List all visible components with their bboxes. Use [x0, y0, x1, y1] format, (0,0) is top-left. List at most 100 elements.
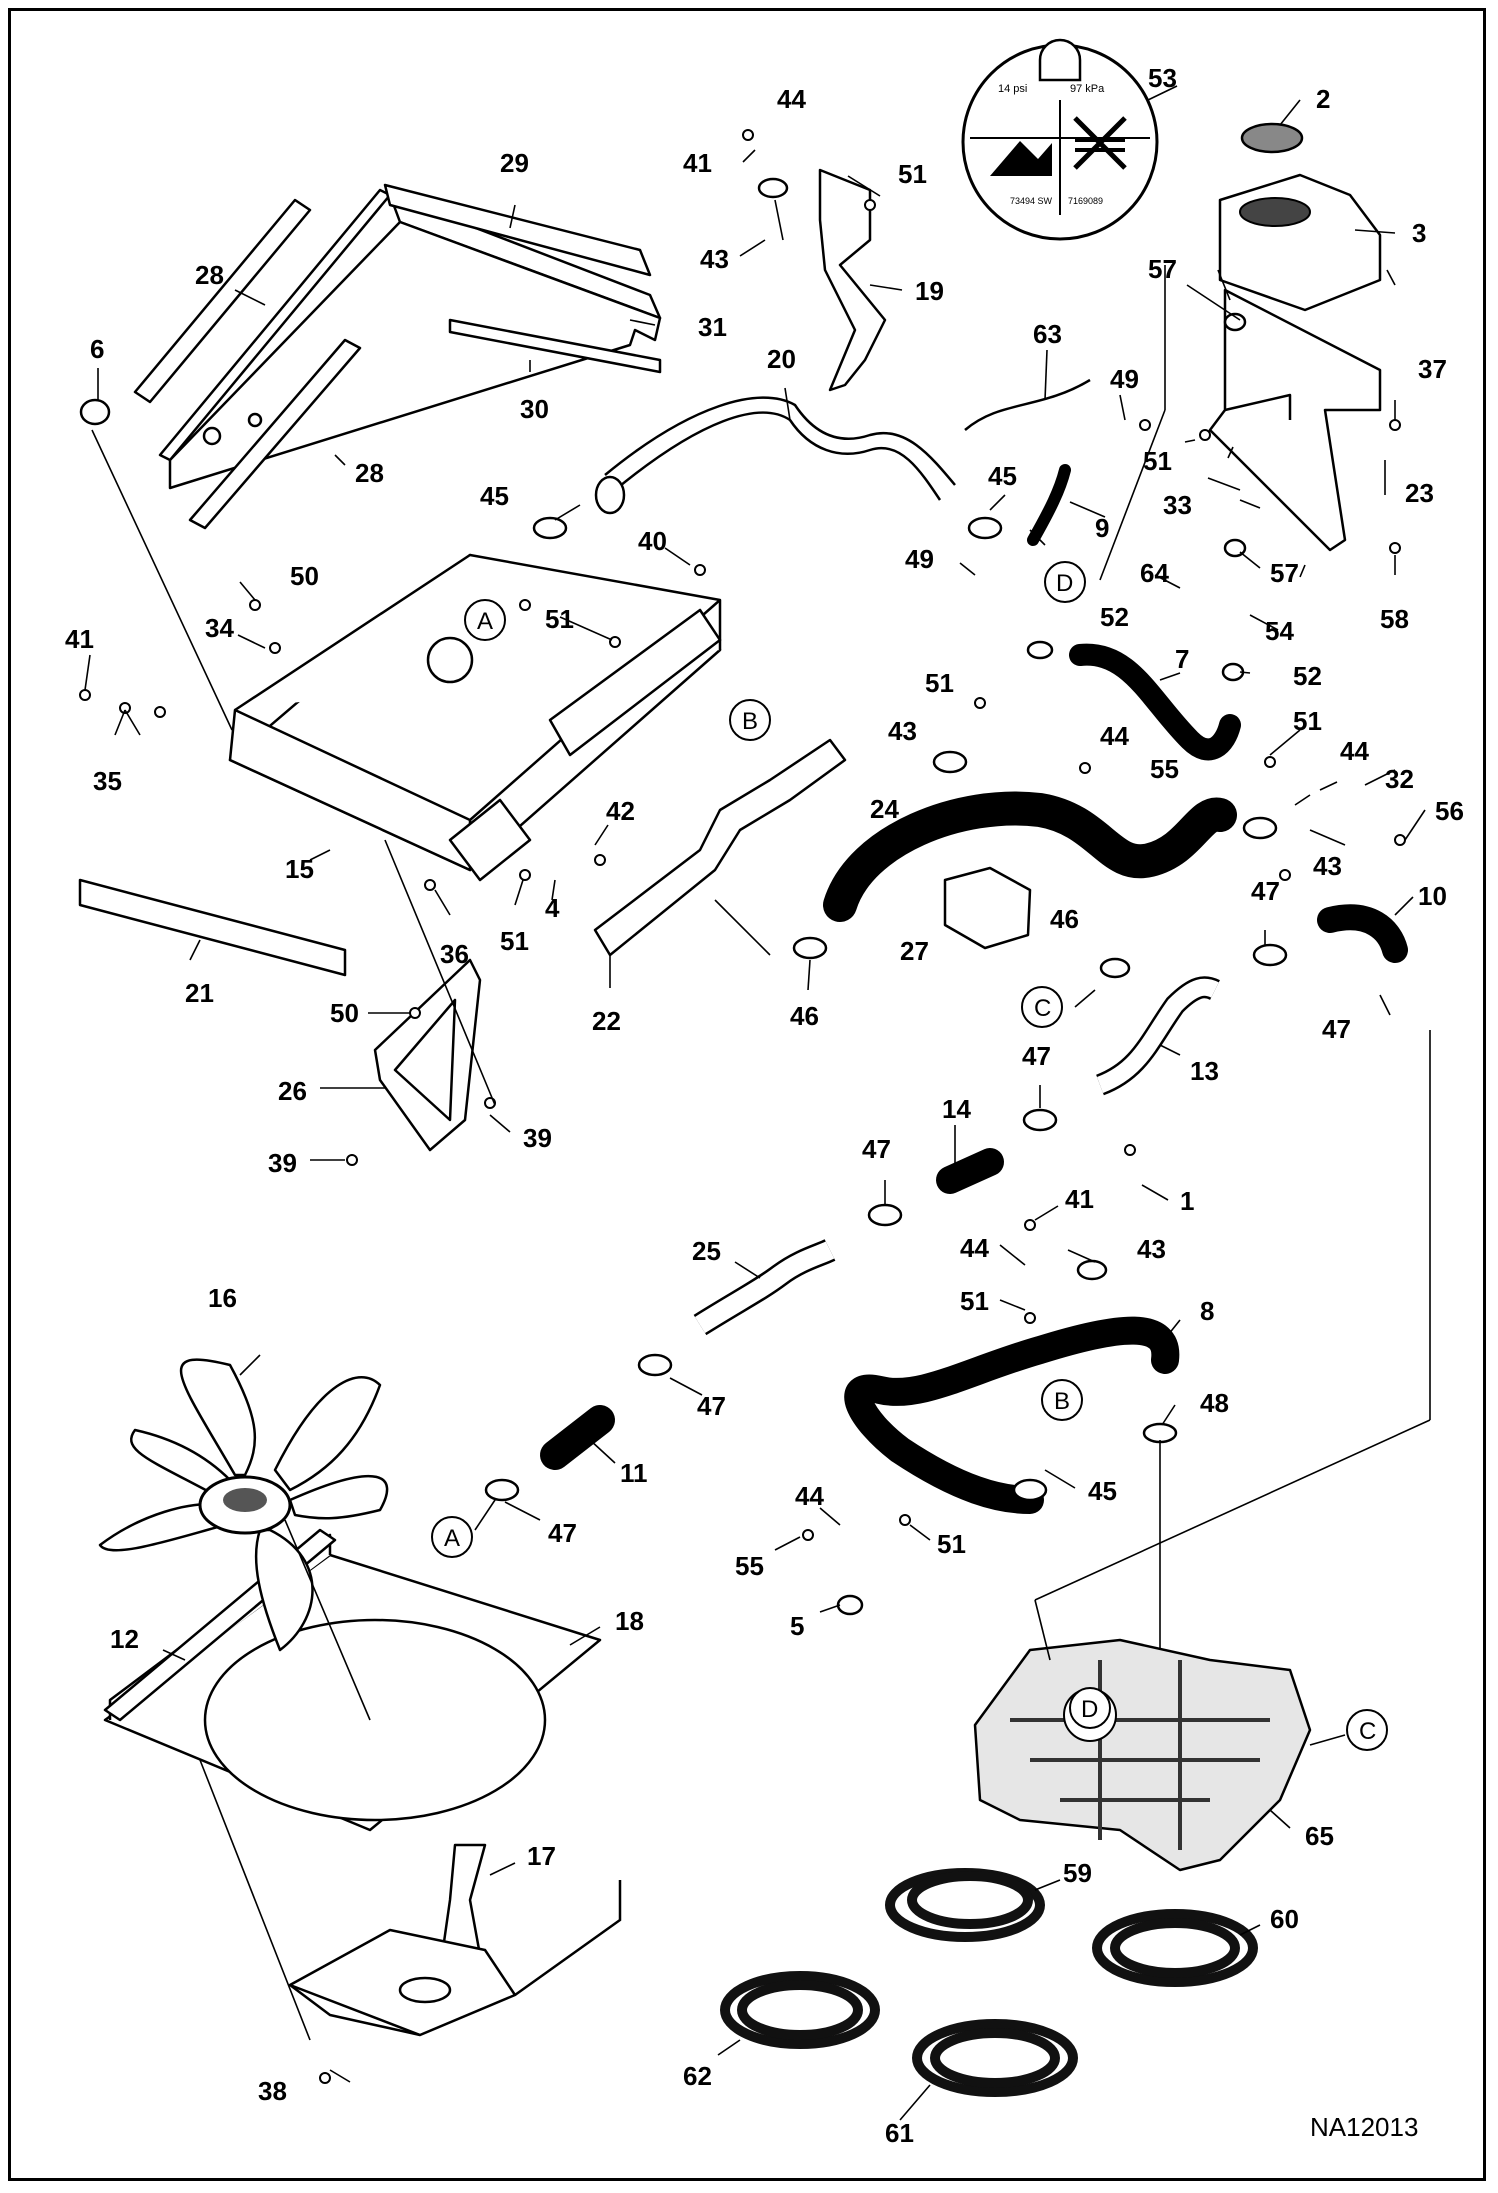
bracket-26	[373, 958, 482, 1152]
callout-18: 18	[615, 1606, 644, 1636]
callout-47b: 47	[1322, 1014, 1351, 1044]
bar-21	[78, 878, 347, 977]
hose-7	[1069, 643, 1241, 761]
ref-b: B	[1054, 1388, 1070, 1415]
callout-51c: 51	[500, 926, 529, 956]
callout-61: 61	[885, 2118, 914, 2148]
ref-b: B	[742, 708, 758, 735]
callout-23: 23	[1405, 478, 1434, 508]
callout-25: 25	[692, 1236, 721, 1266]
callout-43c: 43	[1313, 851, 1342, 881]
ref-c: C	[1359, 1718, 1376, 1745]
fasteners	[79, 129, 1406, 2084]
callout-41: 41	[683, 148, 712, 178]
callout-31: 31	[698, 312, 727, 342]
hose-coil-61	[912, 2019, 1078, 2097]
hose-14	[936, 1148, 1004, 1194]
callout-63: 63	[1033, 319, 1062, 349]
reservoir	[1218, 122, 1382, 312]
decal-pressure-kpa: 97 kPa	[1070, 83, 1105, 95]
callout-65: 65	[1305, 1821, 1334, 1851]
callout-43d: 43	[1137, 1234, 1166, 1264]
callout-19: 19	[915, 276, 944, 306]
callout-44e: 44	[795, 1481, 824, 1511]
callout-44d: 44	[960, 1233, 989, 1263]
decal-pressure-psi: 14 psi	[998, 83, 1027, 95]
callout-51d: 51	[1143, 446, 1172, 476]
hose-11	[540, 1405, 615, 1470]
callout-49b: 49	[905, 544, 934, 574]
callout-41c: 41	[1065, 1184, 1094, 1214]
callout-28: 28	[195, 260, 224, 290]
callout-49: 49	[1110, 364, 1139, 394]
callout-45: 45	[480, 481, 509, 511]
callout-12: 12	[110, 1624, 139, 1654]
callout-14: 14	[942, 1094, 971, 1124]
callout-40: 40	[638, 526, 667, 556]
hose-coil-59	[885, 1868, 1045, 1942]
leader-lines	[84, 85, 1431, 2121]
callout-56: 56	[1435, 796, 1464, 826]
callout-6: 6	[90, 334, 104, 364]
reference-markers: A A B B C C D D	[431, 561, 1388, 1751]
callout-54: 54	[1265, 616, 1294, 646]
callout-32: 32	[1385, 764, 1414, 794]
callout-47e: 47	[697, 1391, 726, 1421]
callout-20: 20	[767, 344, 796, 374]
callout-45c: 45	[1088, 1476, 1117, 1506]
callout-27: 27	[900, 936, 929, 966]
callout-43b: 43	[888, 716, 917, 746]
callout-38: 38	[258, 2076, 287, 2106]
bracket-23	[1208, 288, 1382, 552]
callout-47f: 47	[548, 1518, 577, 1548]
callout-9: 9	[1095, 513, 1109, 543]
duct-22	[593, 738, 847, 957]
callout-4: 4	[545, 893, 560, 923]
callout-21: 21	[185, 978, 214, 1008]
fan-guard	[288, 1843, 622, 2037]
hose-10	[1317, 904, 1408, 963]
bracket-19	[818, 168, 887, 392]
callout-55b: 55	[735, 1551, 764, 1581]
callout-52: 52	[1100, 602, 1129, 632]
callout-15: 15	[285, 854, 314, 884]
callout-43: 43	[700, 244, 729, 274]
callout-44: 44	[777, 84, 806, 114]
callout-46b: 46	[790, 1001, 819, 1031]
callout-5: 5	[790, 1611, 804, 1641]
part-27	[943, 866, 1032, 950]
callout-41b: 41	[65, 624, 94, 654]
callout-8: 8	[1200, 1296, 1214, 1326]
callout-36: 36	[440, 939, 469, 969]
callout-45b: 45	[988, 461, 1017, 491]
upper-shroud-panels	[133, 183, 662, 530]
callout-35: 35	[93, 766, 122, 796]
callout-24: 24	[870, 794, 899, 824]
callout-3: 3	[1412, 218, 1426, 248]
hose-8	[844, 1316, 1180, 1514]
fan	[98, 1358, 389, 1652]
callout-51g: 51	[960, 1286, 989, 1316]
callout-62: 62	[683, 2061, 712, 2091]
pressure-decal: 14 psi 97 kPa 73494 SW 7169089	[961, 38, 1159, 241]
callout-47: 47	[1251, 876, 1280, 906]
callout-11: 11	[620, 1458, 648, 1488]
callout-22: 22	[592, 1006, 621, 1036]
callout-58: 58	[1380, 604, 1409, 634]
callout-10: 10	[1418, 881, 1447, 911]
callout-51f: 51	[1293, 706, 1322, 736]
callout-34: 34	[205, 613, 234, 643]
callout-44c: 44	[1340, 736, 1369, 766]
callout-53: 53	[1148, 63, 1177, 93]
callout-51e: 51	[925, 668, 954, 698]
callout-55: 55	[1150, 754, 1179, 784]
callout-28b: 28	[355, 458, 384, 488]
callout-29: 29	[500, 148, 529, 178]
engine	[973, 1638, 1312, 1872]
callout-2: 2	[1316, 84, 1330, 114]
ref-a: A	[477, 608, 493, 635]
callout-44b: 44	[1100, 721, 1129, 751]
callout-33: 33	[1163, 490, 1192, 520]
callout-13: 13	[1190, 1056, 1219, 1086]
